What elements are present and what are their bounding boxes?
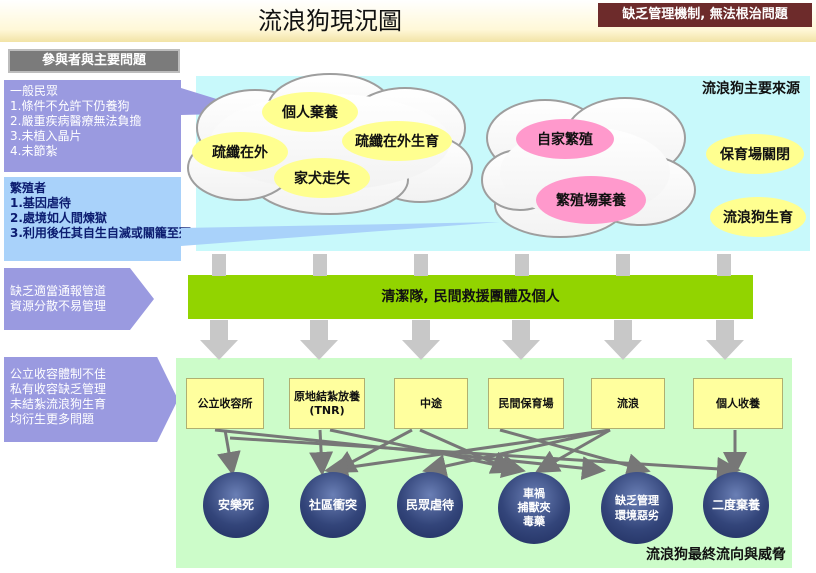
panel-line: 均衍生更多問題 (10, 412, 95, 426)
panel-line: 3.利用後任其自生自滅或關籠至死 (10, 226, 191, 240)
source-sanctuary-close: 保育場關閉 (706, 134, 804, 174)
panel-line: 資源分散不易管理 (10, 299, 107, 313)
panel-line: 1.條件不允許下仍養狗 (10, 99, 130, 113)
outcome-community-conflict: 社區衝突 (300, 472, 366, 538)
title-badge: 缺乏管理機制, 無法根治問題 (598, 3, 812, 27)
source-loose: 疏纖在外 (192, 132, 288, 172)
dest-public-shelter: 公立收容所 (186, 378, 264, 429)
dest-private-sanctuary: 民間保育場 (488, 378, 564, 429)
outcome-re-abandon: 二度棄養 (703, 472, 769, 538)
outcome-poor-environment: 缺乏管理 環境惡劣 (601, 472, 673, 544)
panel-breeders: 繁殖者 1.基因虐待 2.處境如人間煉獄 3.利用後任其自生自滅或關籠至死 (4, 177, 191, 261)
panel-line: 2.嚴重疾病醫療無法負擔 (10, 114, 142, 128)
source-loose-breeding: 疏纖在外生育 (342, 121, 452, 161)
panel-line: 未結紮流浪狗生育 (10, 397, 107, 411)
destinations-title: 流浪狗最終流向與威脅 (646, 547, 786, 563)
sources-title: 流浪狗主要來源 (702, 81, 800, 97)
panel-reporting: 缺乏適當通報管道 資源分散不易管理 (4, 268, 154, 330)
page-title: 流浪狗現況圖 (258, 7, 402, 35)
section-label: 參與者與主要問題 (8, 49, 180, 73)
cleanup-bar: 清潔隊, 民間救援團體及個人 (188, 275, 753, 319)
outcome-euthanasia: 安樂死 (203, 472, 269, 538)
panel-line: 私有收容缺乏管理 (10, 382, 107, 396)
panel-heading: 一般民眾 (10, 84, 59, 98)
source-lost: 家犬走失 (274, 158, 370, 198)
source-farm-abandon: 繁殖場棄養 (536, 176, 646, 224)
dest-foster: 中途 (394, 378, 468, 429)
source-arrows (212, 254, 731, 276)
source-home-breeding: 自家繁殖 (516, 119, 614, 159)
bar-arrows (200, 320, 744, 360)
panel-line: 2.處境如人間煉獄 (10, 211, 107, 225)
source-abandon: 個人棄養 (262, 92, 358, 132)
dest-tnr: 原地結紮放養 (TNR) (289, 378, 365, 429)
panel-line: 缺乏適當通報管道 (10, 284, 107, 298)
outcome-abuse: 民眾虐待 (397, 472, 463, 538)
connector-lines (214, 428, 747, 481)
dest-stray: 流浪 (591, 378, 665, 429)
callout-breeder (181, 222, 500, 246)
panel-line: 3.未植入晶片 (10, 129, 82, 143)
panel-heading: 繁殖者 (10, 181, 47, 195)
panel-line: 4.未節紮 (10, 144, 58, 158)
panel-shelters: 公立收容體制不佳 私有收容缺乏管理 未結紮流浪狗生育 均衍生更多問題 (4, 357, 178, 442)
source-stray-breeding: 流浪狗生育 (710, 197, 806, 237)
panel-line: 公立收容體制不佳 (10, 367, 107, 381)
dest-adoption: 個人收養 (693, 378, 783, 429)
panel-general-public: 一般民眾 1.條件不允許下仍養狗 2.嚴重疾病醫療無法負擔 3.未植入晶片 4.… (4, 80, 181, 172)
outcome-accident-trap-poison: 車禍 捕獸夾 毒藥 (498, 472, 570, 544)
panel-line: 1.基因虐待 (10, 196, 71, 210)
